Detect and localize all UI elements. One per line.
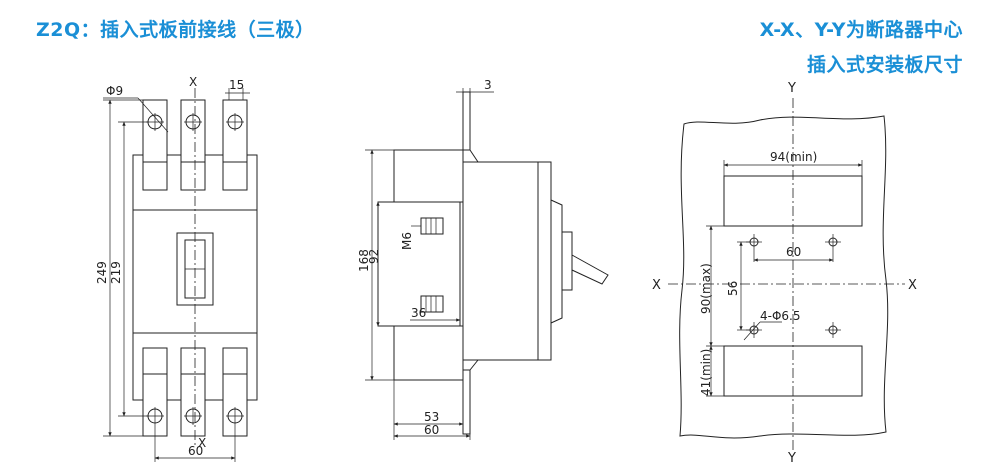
front-axis-label-top: X — [189, 75, 197, 89]
side-view: 3 168 92 M6 36 53 60 — [357, 78, 609, 440]
dim-41-min: 41(min) — [699, 349, 713, 396]
panel-axis-y-top: Y — [787, 81, 796, 96]
panel-title-line2: 插入式安装板尺寸 — [806, 54, 963, 76]
dim-screw-m6: M6 — [400, 232, 414, 250]
top-terminals — [142, 99, 248, 191]
plug-base-top — [393, 149, 464, 203]
dim-56: 56 — [726, 281, 740, 296]
bottom-bracket — [462, 369, 471, 435]
dim-53: 53 — [424, 410, 439, 424]
dim-inner-height: 219 — [109, 261, 123, 284]
panel-axis-x-right: X — [908, 278, 917, 293]
dim-94-min: 94(min) — [770, 150, 817, 164]
front-axis-label-bottom: X — [198, 436, 206, 450]
m6-studs — [420, 217, 444, 313]
panel-title-line1: X-X、Y-Y为断路器中心 — [759, 19, 963, 41]
front-view: X X Φ9 15 249 219 60 — [95, 75, 258, 462]
dim-hole-diameter: Φ9 — [106, 84, 123, 98]
dim-plate-thickness: 3 — [484, 78, 492, 92]
diagram-title: Z2Q：插入式板前接线（三极） — [36, 19, 315, 41]
dim-terminal-width: 15 — [229, 78, 244, 92]
panel-view: Y Y X X 94(min) 60 56 90(max) — [652, 81, 917, 463]
top-bracket — [462, 91, 471, 151]
dim-36: 36 — [411, 306, 426, 320]
plug-base-bottom — [393, 325, 464, 381]
side-handle — [571, 254, 609, 285]
dim-height-92: 92 — [367, 249, 381, 264]
dim-90-max: 90(max) — [699, 263, 713, 314]
dim-total-height: 249 — [95, 261, 109, 284]
dim-holes: 4-Φ6.5 — [760, 309, 801, 323]
panel-axis-y-bottom: Y — [787, 451, 796, 463]
dim-width-60: 60 — [188, 444, 203, 458]
dim-60-side: 60 — [424, 423, 439, 437]
breaker-body-side — [462, 161, 552, 361]
panel-outline — [679, 115, 889, 439]
panel-axis-x-left: X — [652, 278, 661, 293]
dim-height-168: 168 — [357, 249, 371, 272]
dim-60-panel: 60 — [786, 245, 801, 259]
